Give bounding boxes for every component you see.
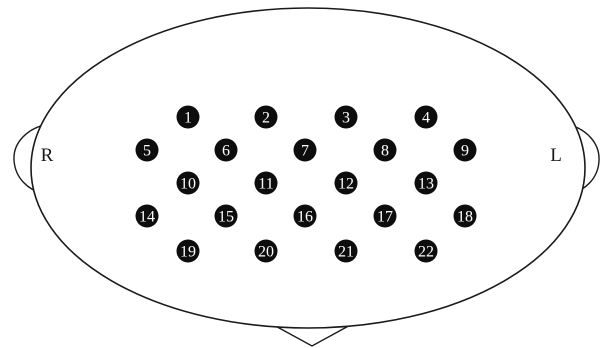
electrode-2: 2 (255, 106, 278, 129)
electrode-label: 2 (262, 110, 270, 127)
electrode-14: 14 (136, 205, 159, 228)
electrode-17: 17 (374, 205, 397, 228)
electrode-19: 19 (177, 240, 200, 263)
electrode-15: 15 (215, 205, 238, 228)
electrode-16: 16 (294, 205, 317, 228)
electrode-9: 9 (454, 139, 477, 162)
electrode-3: 3 (335, 106, 358, 129)
electrode-label: 15 (218, 209, 234, 226)
electrode-5: 5 (136, 139, 159, 162)
electrode-6: 6 (215, 139, 238, 162)
electrode-label: 1 (184, 110, 192, 127)
electrode-label: 7 (301, 143, 309, 160)
electrode-12: 12 (335, 172, 358, 195)
electrode-18: 18 (454, 205, 477, 228)
electrode-label: 4 (422, 110, 430, 127)
electrode-label: 21 (338, 244, 354, 261)
electrode-label: 11 (258, 176, 273, 193)
electrode-label: 9 (461, 143, 469, 160)
electrode-label: 20 (258, 244, 274, 261)
electrode-label: 6 (222, 143, 230, 160)
electrode-label: 17 (377, 209, 393, 226)
electrode-4: 4 (415, 106, 438, 129)
electrode-label: 12 (338, 176, 354, 193)
right-side-label: R (41, 145, 54, 166)
electrode-7: 7 (294, 139, 317, 162)
electrode-20: 20 (255, 240, 278, 263)
electrode-11: 11 (255, 172, 278, 195)
electrode-label: 3 (342, 110, 350, 127)
electrode-8: 8 (374, 139, 397, 162)
electrode-13: 13 (415, 172, 438, 195)
left-side-label: L (550, 145, 562, 166)
electrode-10: 10 (177, 172, 200, 195)
electrode-label: 10 (180, 176, 196, 193)
electrode-label: 16 (297, 209, 313, 226)
head-outline (31, 8, 585, 328)
electrode-1: 1 (177, 106, 200, 129)
electrode-label: 8 (381, 143, 389, 160)
electrode-label: 13 (418, 176, 434, 193)
electrode-label: 5 (143, 143, 151, 160)
electrode-22: 22 (415, 240, 438, 263)
electrode-label: 22 (418, 244, 434, 261)
electrode-label: 19 (180, 244, 196, 261)
electrode-label: 14 (139, 209, 155, 226)
electrode-21: 21 (335, 240, 358, 263)
electrode-label: 18 (457, 209, 473, 226)
